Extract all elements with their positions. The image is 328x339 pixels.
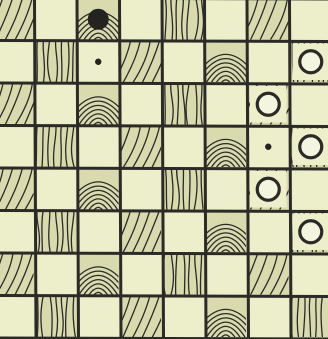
light-square[interactable] xyxy=(35,83,78,126)
light-square[interactable] xyxy=(162,211,205,254)
white-piece[interactable] xyxy=(250,86,287,123)
wood-square[interactable] xyxy=(162,166,205,213)
light-square[interactable] xyxy=(35,253,78,296)
light-square[interactable] xyxy=(0,126,35,169)
light-square[interactable] xyxy=(120,83,163,126)
light-square[interactable] xyxy=(120,253,163,296)
light-square[interactable] xyxy=(247,211,290,254)
white-piece[interactable] xyxy=(293,214,328,251)
black-piece[interactable] xyxy=(265,144,271,150)
light-square[interactable] xyxy=(162,126,205,169)
wood-square[interactable] xyxy=(35,124,78,171)
light-square[interactable] xyxy=(205,83,248,126)
black-piece[interactable] xyxy=(88,9,109,30)
white-piece[interactable] xyxy=(293,129,328,166)
light-square[interactable] xyxy=(77,211,120,254)
light-square[interactable] xyxy=(247,41,290,84)
light-square[interactable] xyxy=(290,83,328,126)
light-square[interactable] xyxy=(290,168,328,211)
wood-square[interactable] xyxy=(162,81,205,128)
light-square[interactable] xyxy=(247,296,290,339)
light-square[interactable] xyxy=(35,168,78,211)
light-square[interactable] xyxy=(205,0,248,41)
light-square[interactable] xyxy=(205,253,248,296)
wood-square[interactable] xyxy=(290,294,328,339)
white-piece[interactable] xyxy=(250,171,287,208)
wood-square[interactable] xyxy=(35,39,78,86)
light-square[interactable] xyxy=(77,296,120,339)
white-piece[interactable] xyxy=(293,44,328,81)
light-square[interactable] xyxy=(0,211,35,254)
light-square[interactable] xyxy=(290,253,328,296)
light-square[interactable] xyxy=(120,0,163,41)
black-piece[interactable] xyxy=(95,59,101,65)
light-square[interactable] xyxy=(0,41,35,84)
light-square[interactable] xyxy=(35,0,78,41)
light-square[interactable] xyxy=(290,0,328,41)
light-square[interactable] xyxy=(162,296,205,339)
wood-square[interactable] xyxy=(162,251,205,298)
light-square[interactable] xyxy=(0,296,35,339)
light-square[interactable] xyxy=(162,41,205,84)
wood-square[interactable] xyxy=(35,294,78,339)
wood-square[interactable] xyxy=(162,0,205,43)
light-square[interactable] xyxy=(205,168,248,211)
light-square[interactable] xyxy=(77,126,120,169)
light-square[interactable] xyxy=(120,168,163,211)
wood-square[interactable] xyxy=(35,209,78,256)
